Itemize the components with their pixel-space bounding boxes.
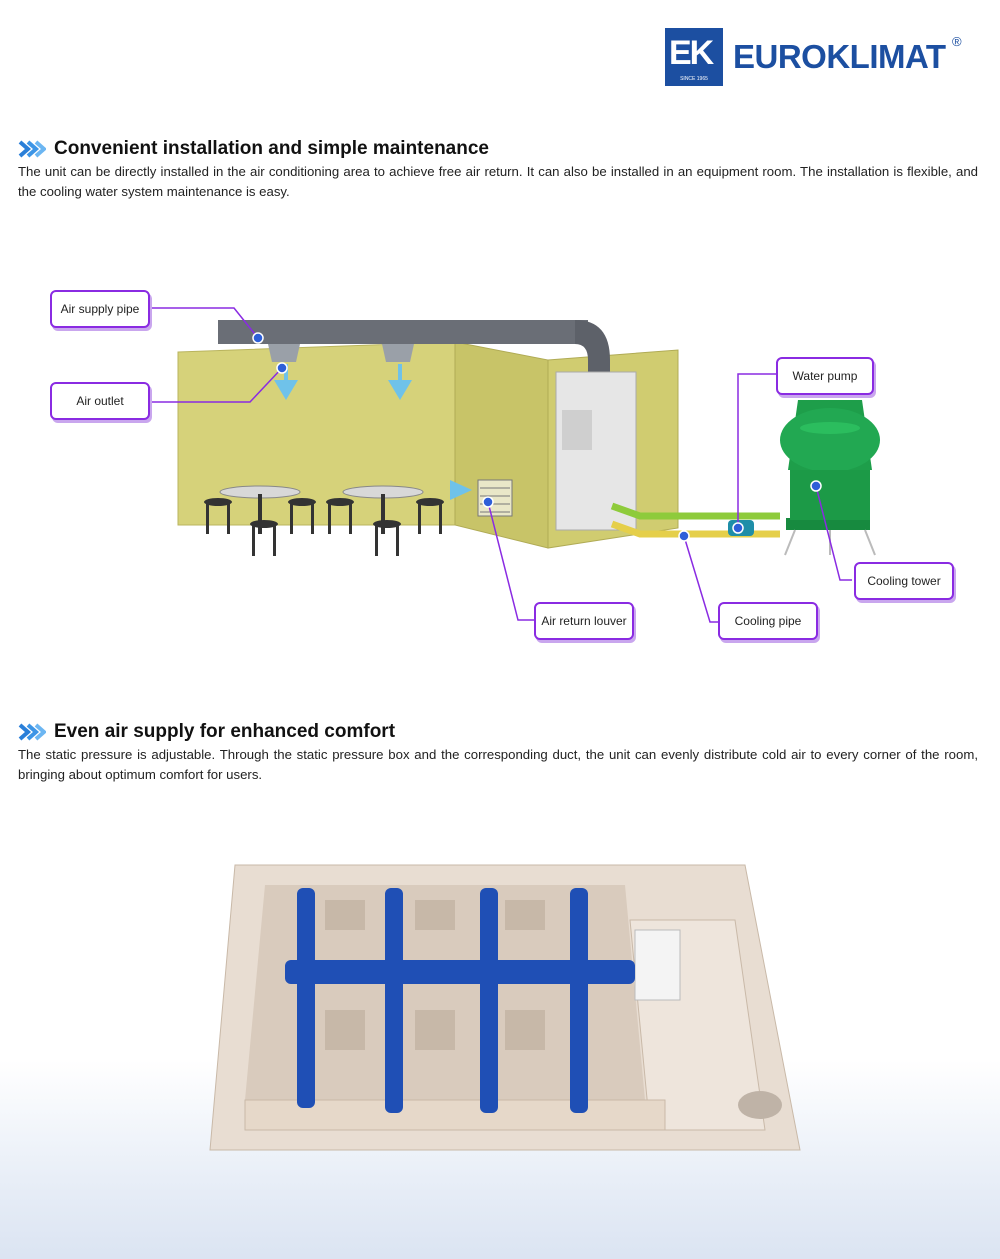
logo-name: EUROKLIMAT bbox=[733, 38, 946, 75]
chevron-right-icon bbox=[18, 723, 46, 741]
callout-water-pump: Water pump bbox=[776, 357, 874, 395]
logo-registered: ® bbox=[951, 34, 962, 49]
callout-air-supply-pipe: Air supply pipe bbox=[50, 290, 150, 328]
logo-mark: EK SINCE 1965 bbox=[665, 28, 723, 86]
chevron-right-icon bbox=[18, 140, 46, 158]
logo-since-text: SINCE 1965 bbox=[680, 76, 708, 82]
installation-illustration bbox=[148, 307, 880, 623]
section-title-text: Even air supply for enhanced comfort bbox=[54, 721, 396, 742]
section-title-comfort: Even air supply for enhanced comfort bbox=[18, 721, 395, 743]
section-body-comfort: The static pressure is adjustable. Throu… bbox=[18, 747, 978, 782]
section-title-installation: Convenient installation and simple maint… bbox=[18, 138, 489, 160]
section-body-installation: The unit can be directly installed in th… bbox=[18, 164, 978, 199]
callout-air-return-louver: Air return louver bbox=[534, 602, 634, 640]
callout-air-outlet: Air outlet bbox=[50, 382, 150, 420]
brand-logo: EK SINCE 1965 EUROKLIMAT ® bbox=[665, 28, 962, 86]
building-duct-illustration bbox=[209, 864, 801, 1151]
logo-mark-text: EK bbox=[669, 34, 714, 72]
section-title-text: Convenient installation and simple maint… bbox=[54, 138, 489, 159]
callout-cooling-tower: Cooling tower bbox=[854, 562, 954, 600]
callout-cooling-pipe: Cooling pipe bbox=[718, 602, 818, 640]
installation-diagram: Air supply pipe Air outlet Water pump Co… bbox=[0, 280, 1000, 650]
